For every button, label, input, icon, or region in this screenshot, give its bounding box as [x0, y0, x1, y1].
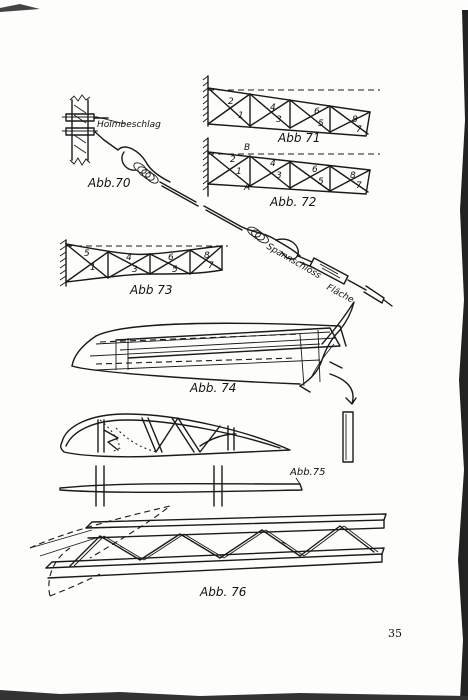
bay-number: 8	[204, 251, 210, 261]
bay-number: 8	[350, 171, 356, 181]
page-edge-shadow	[0, 4, 468, 700]
figure-abb71: 2 1 4 3 6 5 8 7 Abb 71	[202, 75, 380, 145]
bay-number: 6	[314, 107, 320, 117]
figure-abb70: Holmbeschlag Abb.70 Spannschloss Fläche	[62, 94, 393, 307]
figure-abb75: Abb.75	[59, 411, 354, 507]
abb75-caption: Abb.75	[289, 467, 325, 478]
bay-number: 5	[172, 265, 178, 275]
abb72-caption: Abb. 72	[269, 195, 316, 209]
bay-number: 8	[352, 115, 358, 125]
bay-number: 4	[270, 159, 276, 169]
bay-number: 4	[126, 253, 132, 263]
bay-number: 1	[90, 263, 96, 273]
bay-number: 1	[236, 167, 242, 177]
bay-number: 7	[356, 125, 362, 135]
bay-number: 3	[276, 171, 282, 181]
flache-label: Fläche	[325, 283, 356, 306]
bay-number: 3	[276, 115, 282, 125]
abb70-caption: Abb.70	[87, 176, 131, 190]
bay-number: 5	[318, 119, 324, 129]
bay-number: 5	[318, 177, 324, 187]
bay-number: 6	[168, 253, 174, 263]
bay-number: 3	[132, 265, 138, 275]
bay-number: 7	[208, 261, 214, 271]
figure-abb72: B A 2 1 4 3 6 5 8 7 Abb. 72	[202, 137, 380, 209]
letter-a: A	[243, 183, 250, 193]
holmbeschlag-label: Holmbeschlag	[97, 120, 161, 130]
letter-b: B	[244, 143, 250, 153]
abb74-caption: Abb. 74	[189, 381, 236, 395]
bay-number: 4	[270, 103, 276, 113]
page-number: 35	[388, 627, 402, 640]
bay-number: 7	[356, 181, 362, 191]
abb76-caption: Abb. 76	[199, 585, 247, 599]
bay-number: 2	[230, 155, 236, 165]
abb73-caption: Abb 73	[129, 283, 173, 297]
abb71-caption: Abb 71	[277, 131, 321, 145]
bay-number: 6	[312, 165, 318, 175]
figure-abb73: 5 1 4 3 6 5 8 7 Abb 73	[59, 239, 228, 297]
bay-number: 2	[228, 97, 234, 107]
figure-abb76: Abb. 76	[29, 505, 387, 599]
spannschloss-label: Spannschloss	[265, 242, 323, 281]
bay-number: 5	[84, 249, 90, 259]
figure-abb74: Abb. 74	[71, 301, 357, 405]
bay-number: 1	[238, 111, 244, 121]
